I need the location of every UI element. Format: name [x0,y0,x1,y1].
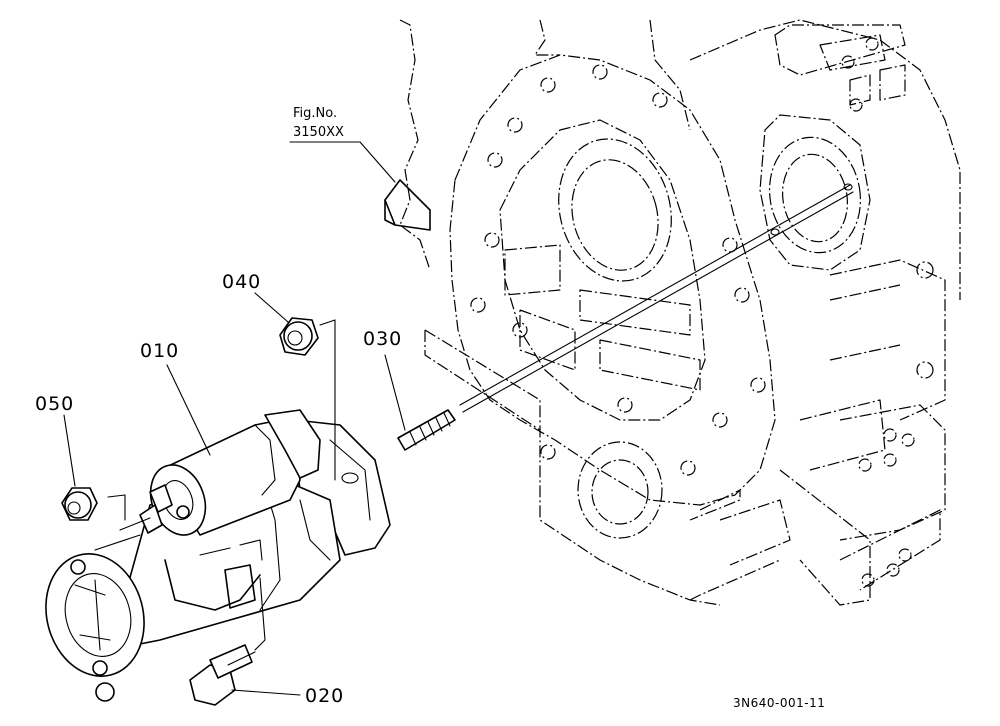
part-label-020: 020 [305,685,344,707]
figure-reference-line1: Fig.No. [293,106,337,121]
drawing-code: 3N640-001-11 [733,696,825,710]
leader-lines [63,141,406,696]
part-label-040: 040 [222,271,261,293]
reference-bracket [384,179,431,231]
stud-030 [397,409,456,451]
hex-nut-050 [61,487,98,521]
mounting-centerline [459,183,854,413]
hex-nut-040 [279,317,319,356]
bolt-020 [189,644,256,706]
starter-motor [45,409,391,702]
part-label-030: 030 [363,328,402,350]
figure-reference-line2: 3150XX [293,125,344,140]
part-label-050: 050 [35,393,74,415]
part-label-010: 010 [140,340,179,362]
flywheel-housing [399,19,961,606]
